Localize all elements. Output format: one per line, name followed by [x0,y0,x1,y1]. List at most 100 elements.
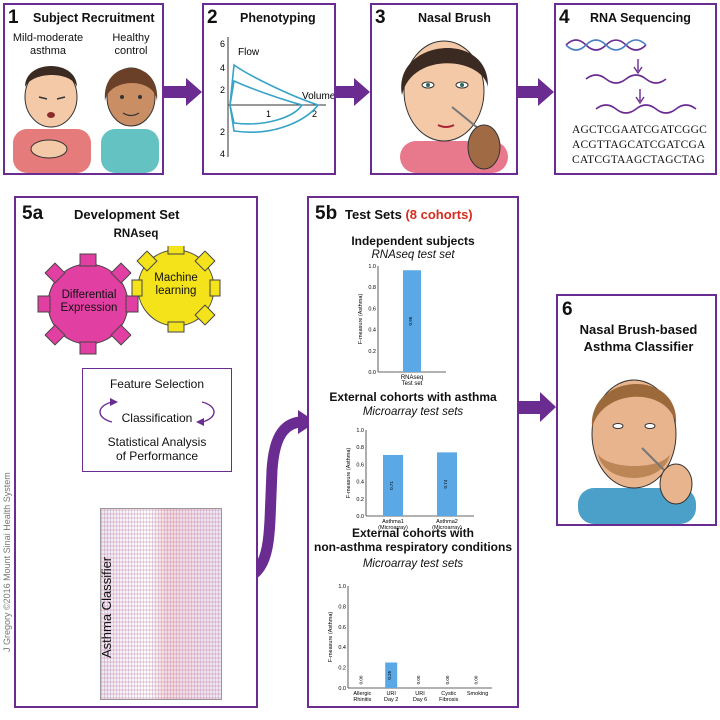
heatmap-illustration [100,508,222,700]
sequence-line: CATCGTAAGCTAGCTAG [572,154,705,166]
differential-expression-label: Differential Expression [60,289,118,315]
y-tick-label: 0.2 [338,666,346,672]
panel-rna-sequencing: 4 RNA Sequencing AGCTCGAATCGATCGGC ACGTT… [554,3,717,175]
section-title: External cohorts with non-asthma respira… [313,526,513,555]
y-tick-label: 1.0 [368,264,376,270]
sequence-line: AGCTCGAATCGATCGGC [572,124,708,136]
category-label: Day 2 [384,697,398,703]
asthma-label: Mild-moderate asthma [12,32,84,57]
bar-value-label: 0.00 [474,675,479,684]
y-axis-label: F-measure (Asthma) [358,294,364,345]
panel-title: Test Sets (8 cohorts) [345,207,473,222]
category-label: Test set [402,381,423,387]
y-tick-label: 0.4 [368,328,376,334]
section-subtitle: RNAseq test set [371,249,455,261]
step-number: 5a [22,203,44,224]
gears-illustration [37,246,221,355]
feature-selection-label: Feature Selection [109,377,205,391]
panel-phenotyping: 2 Phenotyping 6 4 2 2 4 1 2 Flow Volume [202,3,336,175]
y-tick: 2 [220,85,225,95]
step-number: 5b [315,203,338,224]
step-number: 4 [559,7,570,28]
y-tick-label: 1.0 [338,584,346,590]
statistics-label: Statistical Analysis of Performance [107,435,207,463]
category-label: Asthma1 [382,519,404,525]
step-number: 2 [207,7,218,28]
bar [403,270,421,372]
section-title: External cohorts with asthma [329,390,497,404]
panel-title: Nasal Brush-based Asthma Classifier [579,322,698,354]
adult-patient-illustration [578,379,696,524]
x-tick: 2 [312,109,317,119]
y-tick: 4 [220,63,225,73]
panel-subject-recruitment: 1 Subject Recruitment Mild-moderate asth… [3,3,164,175]
category-label: Cystic [441,691,456,697]
bar-value-label: 0.71 [389,481,394,490]
panel-nasal-brush: 3 Nasal Brush [370,3,518,175]
dna-helix-illustration [565,39,697,114]
category-label: Smoking [467,691,488,697]
y-tick: 6 [220,39,225,49]
panel-title: Development Set [74,207,180,222]
category-label: Asthma2 [436,519,458,525]
section-subtitle: Microarray test sets [362,406,464,418]
category-label: Rhinitis [353,697,371,703]
step-number: 3 [375,7,386,28]
chart-rnaseq-test: 0.00.20.40.60.81.0F-measure (Asthma)0.96… [358,264,446,387]
section-title: Independent subjects [351,234,475,248]
cohort-count: (8 cohorts) [405,207,473,222]
patient-illustrations [13,66,159,173]
section-subtitle: Microarray test sets [362,558,464,570]
category-label: (Microarray) [432,525,462,531]
y-tick-label: 0.0 [356,514,364,520]
category-label: Fibrosis [439,697,459,703]
bar-value-label: 0.00 [358,675,363,684]
y-tick: 4 [220,149,225,159]
y-tick-label: 0.0 [338,686,346,692]
chart-asthma-cohorts: 0.00.20.40.60.81.0F-measure (Asthma)0.71… [346,428,474,531]
bar [385,662,398,688]
step-number: 6 [562,299,573,320]
panel-test-sets: 5b Test Sets (8 cohorts) Independent sub… [307,196,519,708]
y-tick-label: 0.6 [338,625,346,631]
bar [383,454,403,516]
y-tick: 2 [220,127,225,137]
category-label: RNAseq [401,375,423,381]
flow-volume-loop: 6 4 2 2 4 1 2 Flow Volume [220,37,334,159]
y-axis-label: F-measure (Asthma) [328,612,334,663]
panel-classifier: 6 Nasal Brush-based Asthma Classifier [556,294,717,526]
category-label: Allergic [353,691,371,697]
bar-value-label: 0.96 [408,316,413,325]
y-tick-label: 0.2 [368,349,376,355]
y-tick-label: 0.2 [356,497,364,503]
sequence-line: ACGTTAGCATCGATCGA [572,139,706,151]
panel-title: Phenotyping [240,11,316,25]
classification-label: Classification [121,411,193,425]
bar [437,452,457,516]
nasal-brush-illustration [400,40,508,173]
category-label: URI [386,691,396,697]
classifier-label: Asthma Classifier [99,556,114,658]
panel-title: RNA Sequencing [590,11,691,25]
machine-learning-label: Machine learning [154,272,198,298]
step-number: 1 [8,7,19,28]
y-tick-label: 0.4 [338,645,346,651]
x-tick: 1 [266,109,271,119]
bar-value-label: 0.25 [387,670,392,679]
category-label: Day 6 [413,697,427,703]
category-label: (Microarray) [378,525,408,531]
y-tick-label: 0.4 [356,480,364,486]
panel-title: Nasal Brush [418,11,491,25]
volume-label: Volume [302,91,334,102]
y-tick-label: 0.8 [338,604,346,610]
panel-title: Subject Recruitment [33,11,155,25]
flow-label: Flow [238,47,260,58]
bar-value-label: 0.00 [445,675,450,684]
image-credit: J Gregory ©2016 Mount Sinai Health Syste… [2,472,12,652]
y-axis-label: F-measure (Asthma) [346,448,352,499]
healthy-label: Healthy control [112,32,150,57]
y-tick-label: 0.0 [368,370,376,376]
y-tick-label: 0.8 [368,285,376,291]
gear-icon [131,246,221,333]
category-label: URI [415,691,425,697]
